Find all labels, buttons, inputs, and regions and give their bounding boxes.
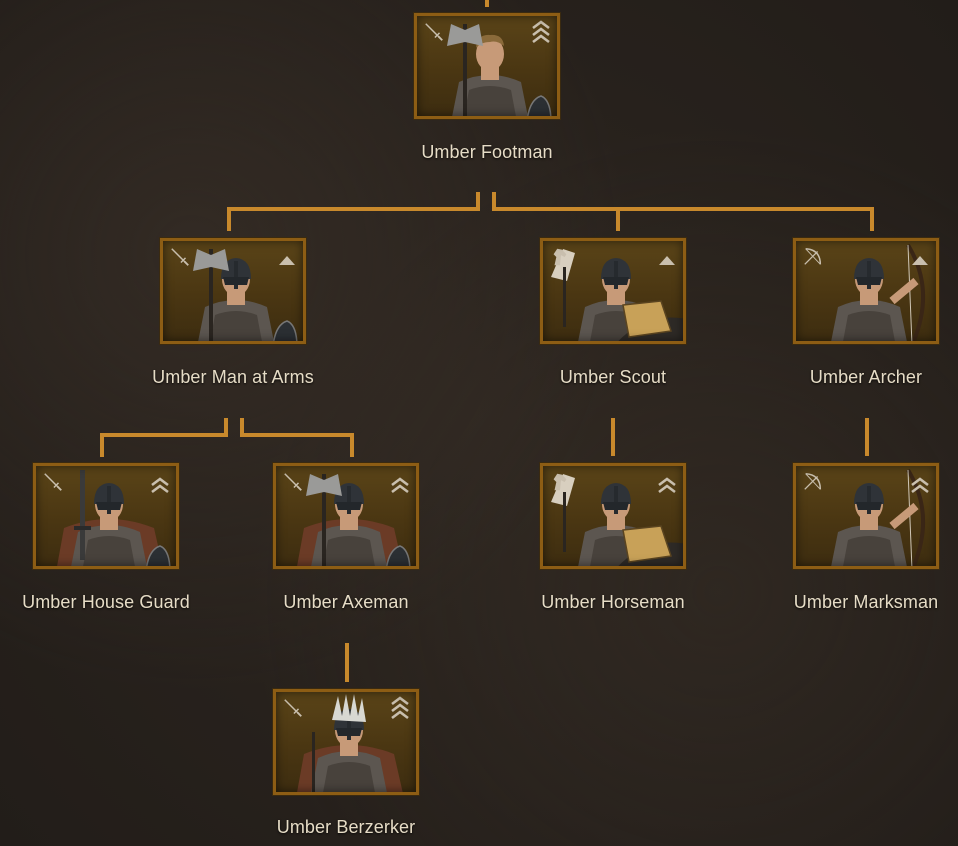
unit-name-label: Umber Scout — [559, 367, 667, 387]
unit-card-axeman[interactable] — [272, 462, 420, 570]
unit-name-label: Umber Axeman — [283, 592, 409, 612]
unit-name-label: Umber Horseman — [541, 592, 685, 612]
unit-card-horseman[interactable] — [539, 462, 687, 570]
tier-chevrons-2-icon — [151, 477, 169, 494]
connector-line — [485, 0, 489, 7]
troop-portrait — [831, 468, 926, 566]
unit-card-man-at-arms[interactable] — [159, 237, 307, 345]
tier-chevrons-1-icon — [279, 256, 295, 265]
troop-portrait — [57, 470, 171, 566]
unit-card-scout[interactable] — [539, 237, 687, 345]
connector-line — [616, 207, 620, 231]
connector-line — [224, 418, 228, 437]
unit-card-marksman[interactable] — [792, 462, 940, 570]
bow-icon — [804, 248, 822, 265]
unit-name-label: Umber Archer — [809, 367, 923, 387]
connector-line — [345, 643, 349, 682]
connector-line — [492, 192, 496, 211]
tier-chevrons-1-icon — [912, 256, 928, 265]
tier-chevrons-2-icon — [911, 477, 929, 494]
unit-card-berzerker[interactable] — [272, 688, 420, 796]
connector-line — [865, 418, 869, 456]
tier-chevrons-2-icon — [391, 477, 409, 494]
troop-portrait — [193, 249, 298, 341]
connector-line — [870, 207, 874, 231]
sword-icon — [44, 473, 62, 491]
bow-icon — [804, 473, 822, 490]
sword-icon — [284, 473, 302, 491]
unit-name-label: Umber Man at Arms — [152, 367, 314, 387]
sword-icon — [171, 248, 189, 266]
connector-line — [227, 207, 231, 231]
troop-portrait — [831, 243, 926, 341]
connector-line — [240, 433, 354, 437]
connector-line — [611, 418, 615, 456]
connector-line — [227, 207, 480, 211]
troop-portrait — [551, 249, 683, 341]
cavalry-icon — [553, 248, 567, 266]
troop-portrait — [297, 474, 411, 566]
connector-line — [100, 433, 228, 437]
connector-line — [350, 433, 354, 457]
sword-icon — [284, 699, 302, 717]
tier-chevrons-3-icon — [391, 696, 409, 720]
tier-chevrons-2-icon — [658, 477, 676, 494]
tier-chevrons-3-icon — [532, 20, 550, 44]
unit-card-house-guard[interactable] — [32, 462, 180, 570]
unit-card-archer[interactable] — [792, 237, 940, 345]
unit-name-label: Umber Footman — [421, 142, 553, 162]
troop-portrait — [297, 694, 403, 792]
unit-name-label: Umber House Guard — [22, 592, 190, 612]
connector-line — [100, 433, 104, 457]
unit-name-label: Umber Marksman — [793, 592, 939, 612]
unit-card-footman[interactable] — [413, 12, 561, 120]
troop-portrait — [551, 474, 683, 566]
sword-icon — [425, 23, 443, 41]
unit-name-label: Umber Berzerker — [276, 817, 416, 837]
connector-line — [476, 192, 480, 211]
connector-line — [492, 207, 874, 211]
troop-portrait — [447, 24, 552, 116]
tier-chevrons-1-icon — [659, 256, 675, 265]
cavalry-icon — [553, 473, 567, 491]
connector-line — [240, 418, 244, 437]
